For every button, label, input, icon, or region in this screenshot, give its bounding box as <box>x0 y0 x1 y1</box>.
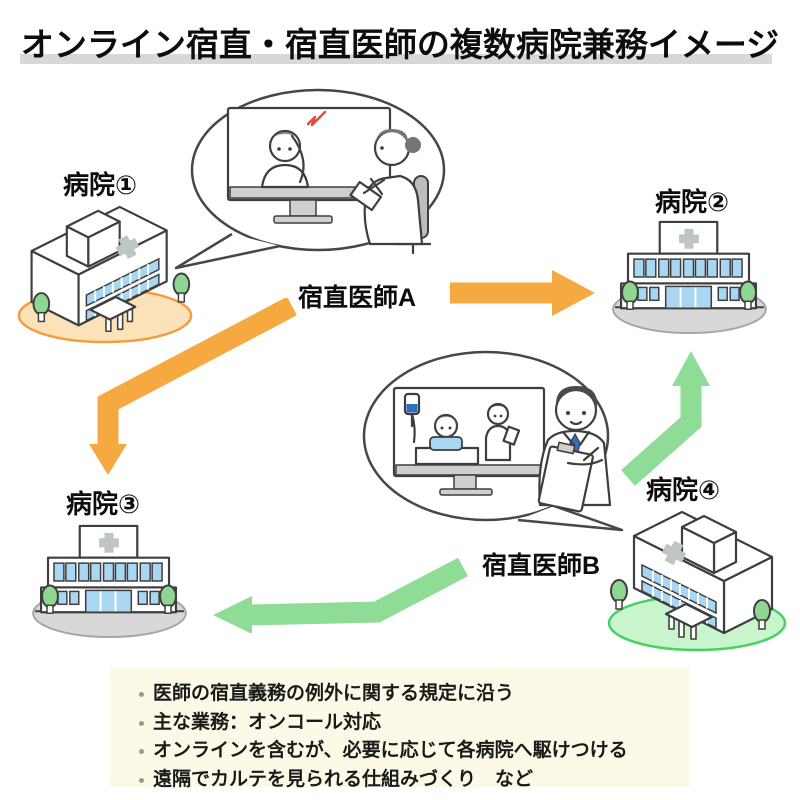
hospital-3-illustration <box>32 524 187 639</box>
arrow-doctor-b-to-hospital-2 <box>621 351 710 486</box>
hospital-2-illustration <box>612 220 767 335</box>
speech-bubble-doctor-b <box>362 350 624 532</box>
arrow-doctor-a-to-hospital-3 <box>89 298 297 475</box>
speech-bubble-doctor-a <box>174 88 446 270</box>
note-item: 医師の宿直義務の例外に関する規定に沿う <box>138 680 680 709</box>
note-item: オンラインを含むが、必要に応じて各病院へ駆けつける <box>138 737 680 766</box>
doctor-b-figure <box>537 386 612 513</box>
hospital-4-illustration <box>607 510 787 652</box>
doctor-a-figure <box>349 129 432 255</box>
arrow-doctor-a-to-hospital-2 <box>450 270 595 316</box>
hospital-1-illustration <box>17 205 193 344</box>
doctor-a-label: 宿直医師A <box>298 284 417 312</box>
notes-box: 医師の宿直義務の例外に関する規定に沿う 主な業務：オンコール対応 オンラインを含… <box>110 667 690 790</box>
arrow-doctor-b-to-hospital-3 <box>213 557 468 633</box>
ward-scene-on-screen <box>403 392 521 466</box>
page-title: オンライン宿直・宿直医師の複数病院兼務イメージ <box>20 26 780 63</box>
doctor-b-label: 宿直医師B <box>482 552 601 580</box>
note-item: 遠隔でカルテを見られる仕組みづくり など <box>138 766 680 795</box>
patient-on-screen <box>260 110 327 189</box>
title-underline <box>20 54 772 64</box>
hospital-2-label: 病院② <box>654 187 729 217</box>
note-item: 主な業務：オンコール対応 <box>138 709 680 738</box>
hospital-1-label: 病院① <box>62 170 137 200</box>
hospital-3-label: 病院③ <box>65 489 140 519</box>
hospital-4-label: 病院④ <box>645 475 720 505</box>
